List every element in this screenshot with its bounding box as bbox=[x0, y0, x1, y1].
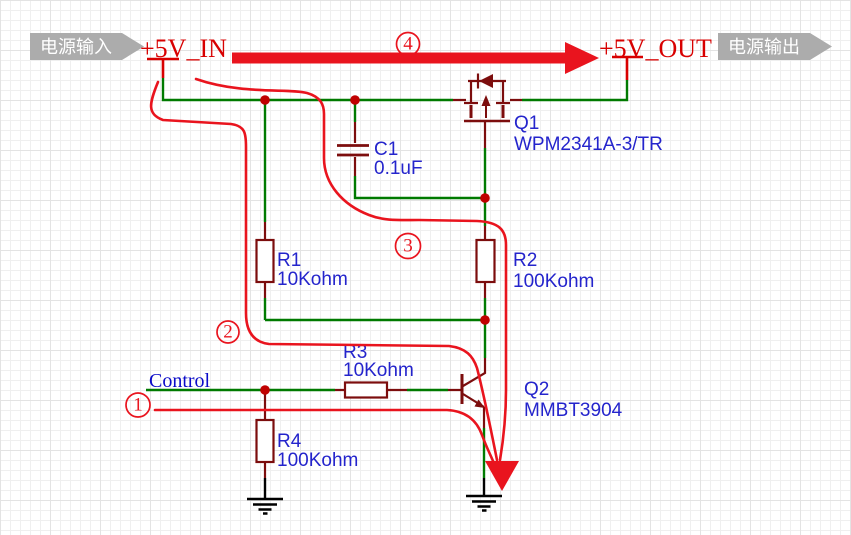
net-label-control: Control bbox=[149, 370, 211, 392]
q1-channel-bars bbox=[469, 105, 505, 118]
component-pins bbox=[263, 121, 487, 478]
q2-collector bbox=[462, 358, 487, 387]
junction-dot bbox=[480, 193, 490, 203]
r4-value: 100Kohm bbox=[277, 450, 358, 471]
power-flow-arrow bbox=[232, 42, 599, 74]
wire-gate-node bbox=[353, 148, 487, 226]
badge-circle bbox=[125, 392, 151, 418]
r3-value: 10Kohm bbox=[343, 360, 414, 381]
wire-output-rail bbox=[522, 80, 629, 102]
r2-designator: R2 bbox=[513, 250, 537, 271]
junction-dot bbox=[350, 95, 360, 105]
banner-power-input-label: 电源输入 bbox=[40, 37, 112, 57]
q1-designator: Q1 bbox=[514, 113, 539, 134]
badge-circle bbox=[216, 320, 240, 344]
step-badge-3-label: 3 bbox=[403, 236, 413, 257]
banner-power-input: 电源输入 bbox=[30, 33, 144, 60]
junction-dot bbox=[260, 385, 270, 395]
badge-circle bbox=[394, 232, 422, 260]
step-badge-2: 2 bbox=[216, 320, 240, 344]
c1-value: 0.1uF bbox=[374, 158, 423, 179]
badge-circle bbox=[395, 31, 421, 57]
step-badge-4: 4 bbox=[395, 31, 421, 57]
resistor-r4 bbox=[255, 418, 275, 464]
mosfet-q1 bbox=[453, 73, 522, 123]
r1-designator: R1 bbox=[277, 250, 301, 271]
ground-icon bbox=[247, 478, 283, 515]
resistor-r1 bbox=[255, 238, 275, 284]
q2-designator: Q2 bbox=[524, 379, 549, 400]
power-port-in bbox=[147, 57, 179, 78]
step-badge-3: 3 bbox=[394, 232, 422, 260]
r2-value: 100Kohm bbox=[513, 271, 594, 292]
banner-power-output: 电源输出 bbox=[718, 33, 832, 60]
c1-designator: C1 bbox=[374, 139, 398, 160]
net-label-5v-out: +5V_OUT bbox=[599, 34, 712, 63]
r1-value: 10Kohm bbox=[277, 269, 348, 290]
current-path-2 bbox=[149, 80, 499, 462]
step-badge-1-label: 1 bbox=[133, 395, 143, 416]
r4-designator: R4 bbox=[277, 431, 302, 452]
transistor-q2 bbox=[460, 358, 487, 408]
q2-emitter-arrow-icon bbox=[474, 399, 485, 408]
current-path-1 bbox=[153, 408, 495, 463]
down-arrow-icon bbox=[485, 461, 519, 491]
r3-designator: R3 bbox=[343, 342, 367, 363]
junction-dot bbox=[260, 95, 270, 105]
banner-arrow-shape bbox=[30, 33, 144, 60]
power-port-out bbox=[612, 55, 643, 80]
resistor-r2 bbox=[475, 238, 496, 284]
current-path-3 bbox=[194, 77, 508, 462]
body-diode-icon bbox=[479, 74, 493, 88]
q1-part-number: WPM2341A-3/TR bbox=[514, 134, 663, 155]
ground-icon bbox=[466, 478, 502, 512]
step-badge-2-label: 2 bbox=[223, 322, 233, 343]
step-badge-4-label: 4 bbox=[403, 34, 413, 55]
junction-dot bbox=[480, 315, 490, 325]
capacitor-c1 bbox=[337, 144, 369, 157]
q1-bulk-arrow-icon bbox=[481, 95, 491, 106]
banner-power-output-label: 电源输出 bbox=[728, 37, 800, 57]
wire-divider-node bbox=[263, 298, 487, 358]
banner-arrow-shape bbox=[718, 33, 832, 60]
right-arrow-icon bbox=[565, 42, 599, 74]
q2-part-number: MMBT3904 bbox=[524, 400, 623, 421]
step-badge-1: 1 bbox=[125, 392, 151, 418]
resistor-r3 bbox=[343, 381, 389, 399]
